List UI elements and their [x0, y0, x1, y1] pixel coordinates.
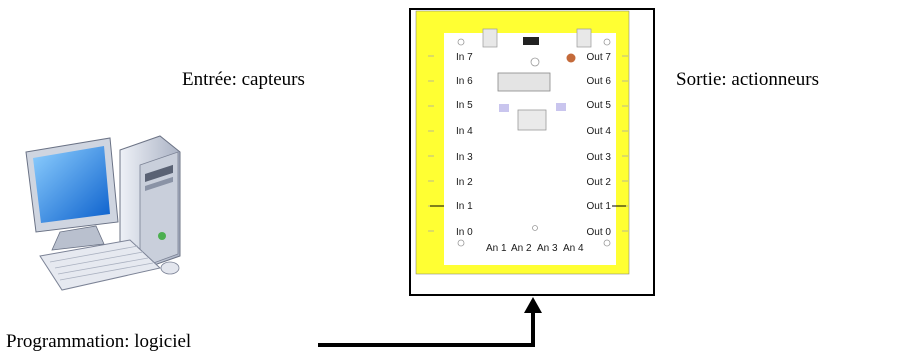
input-label: In 4	[456, 126, 473, 137]
input-label: In 3	[456, 152, 473, 163]
computer-icon	[25, 135, 181, 291]
output-label: Out 7	[587, 52, 612, 63]
output-label: Out 5	[587, 100, 612, 111]
input-label: In 2	[456, 177, 473, 188]
output-label: Out 3	[587, 152, 612, 163]
microcontroller-board-icon: In 7 In 6 In 5 In 4 In 3 In 2 In 1 In 0 …	[409, 8, 655, 296]
analog-label: An 3	[537, 243, 558, 254]
input-label: In 0	[456, 227, 473, 238]
output-label: Out 4	[587, 126, 612, 137]
programming-arrow	[318, 297, 542, 347]
analog-label: An 1	[486, 243, 507, 254]
output-actuators-label: Sortie: actionneurs	[676, 69, 819, 90]
output-label: Out 2	[587, 177, 612, 188]
input-label: In 5	[456, 100, 473, 111]
analog-label: An 2	[511, 243, 532, 254]
input-label: In 1	[456, 201, 473, 212]
output-label: Out 6	[587, 76, 612, 87]
output-label: Out 1	[587, 201, 612, 212]
analog-label: An 4	[563, 243, 584, 254]
programming-software-label: Programmation: logiciel	[6, 331, 192, 352]
output-label: Out 0	[587, 227, 612, 238]
input-sensors-label: Entrée: capteurs	[182, 69, 305, 90]
input-label: In 6	[456, 76, 473, 87]
input-label: In 7	[456, 52, 473, 63]
